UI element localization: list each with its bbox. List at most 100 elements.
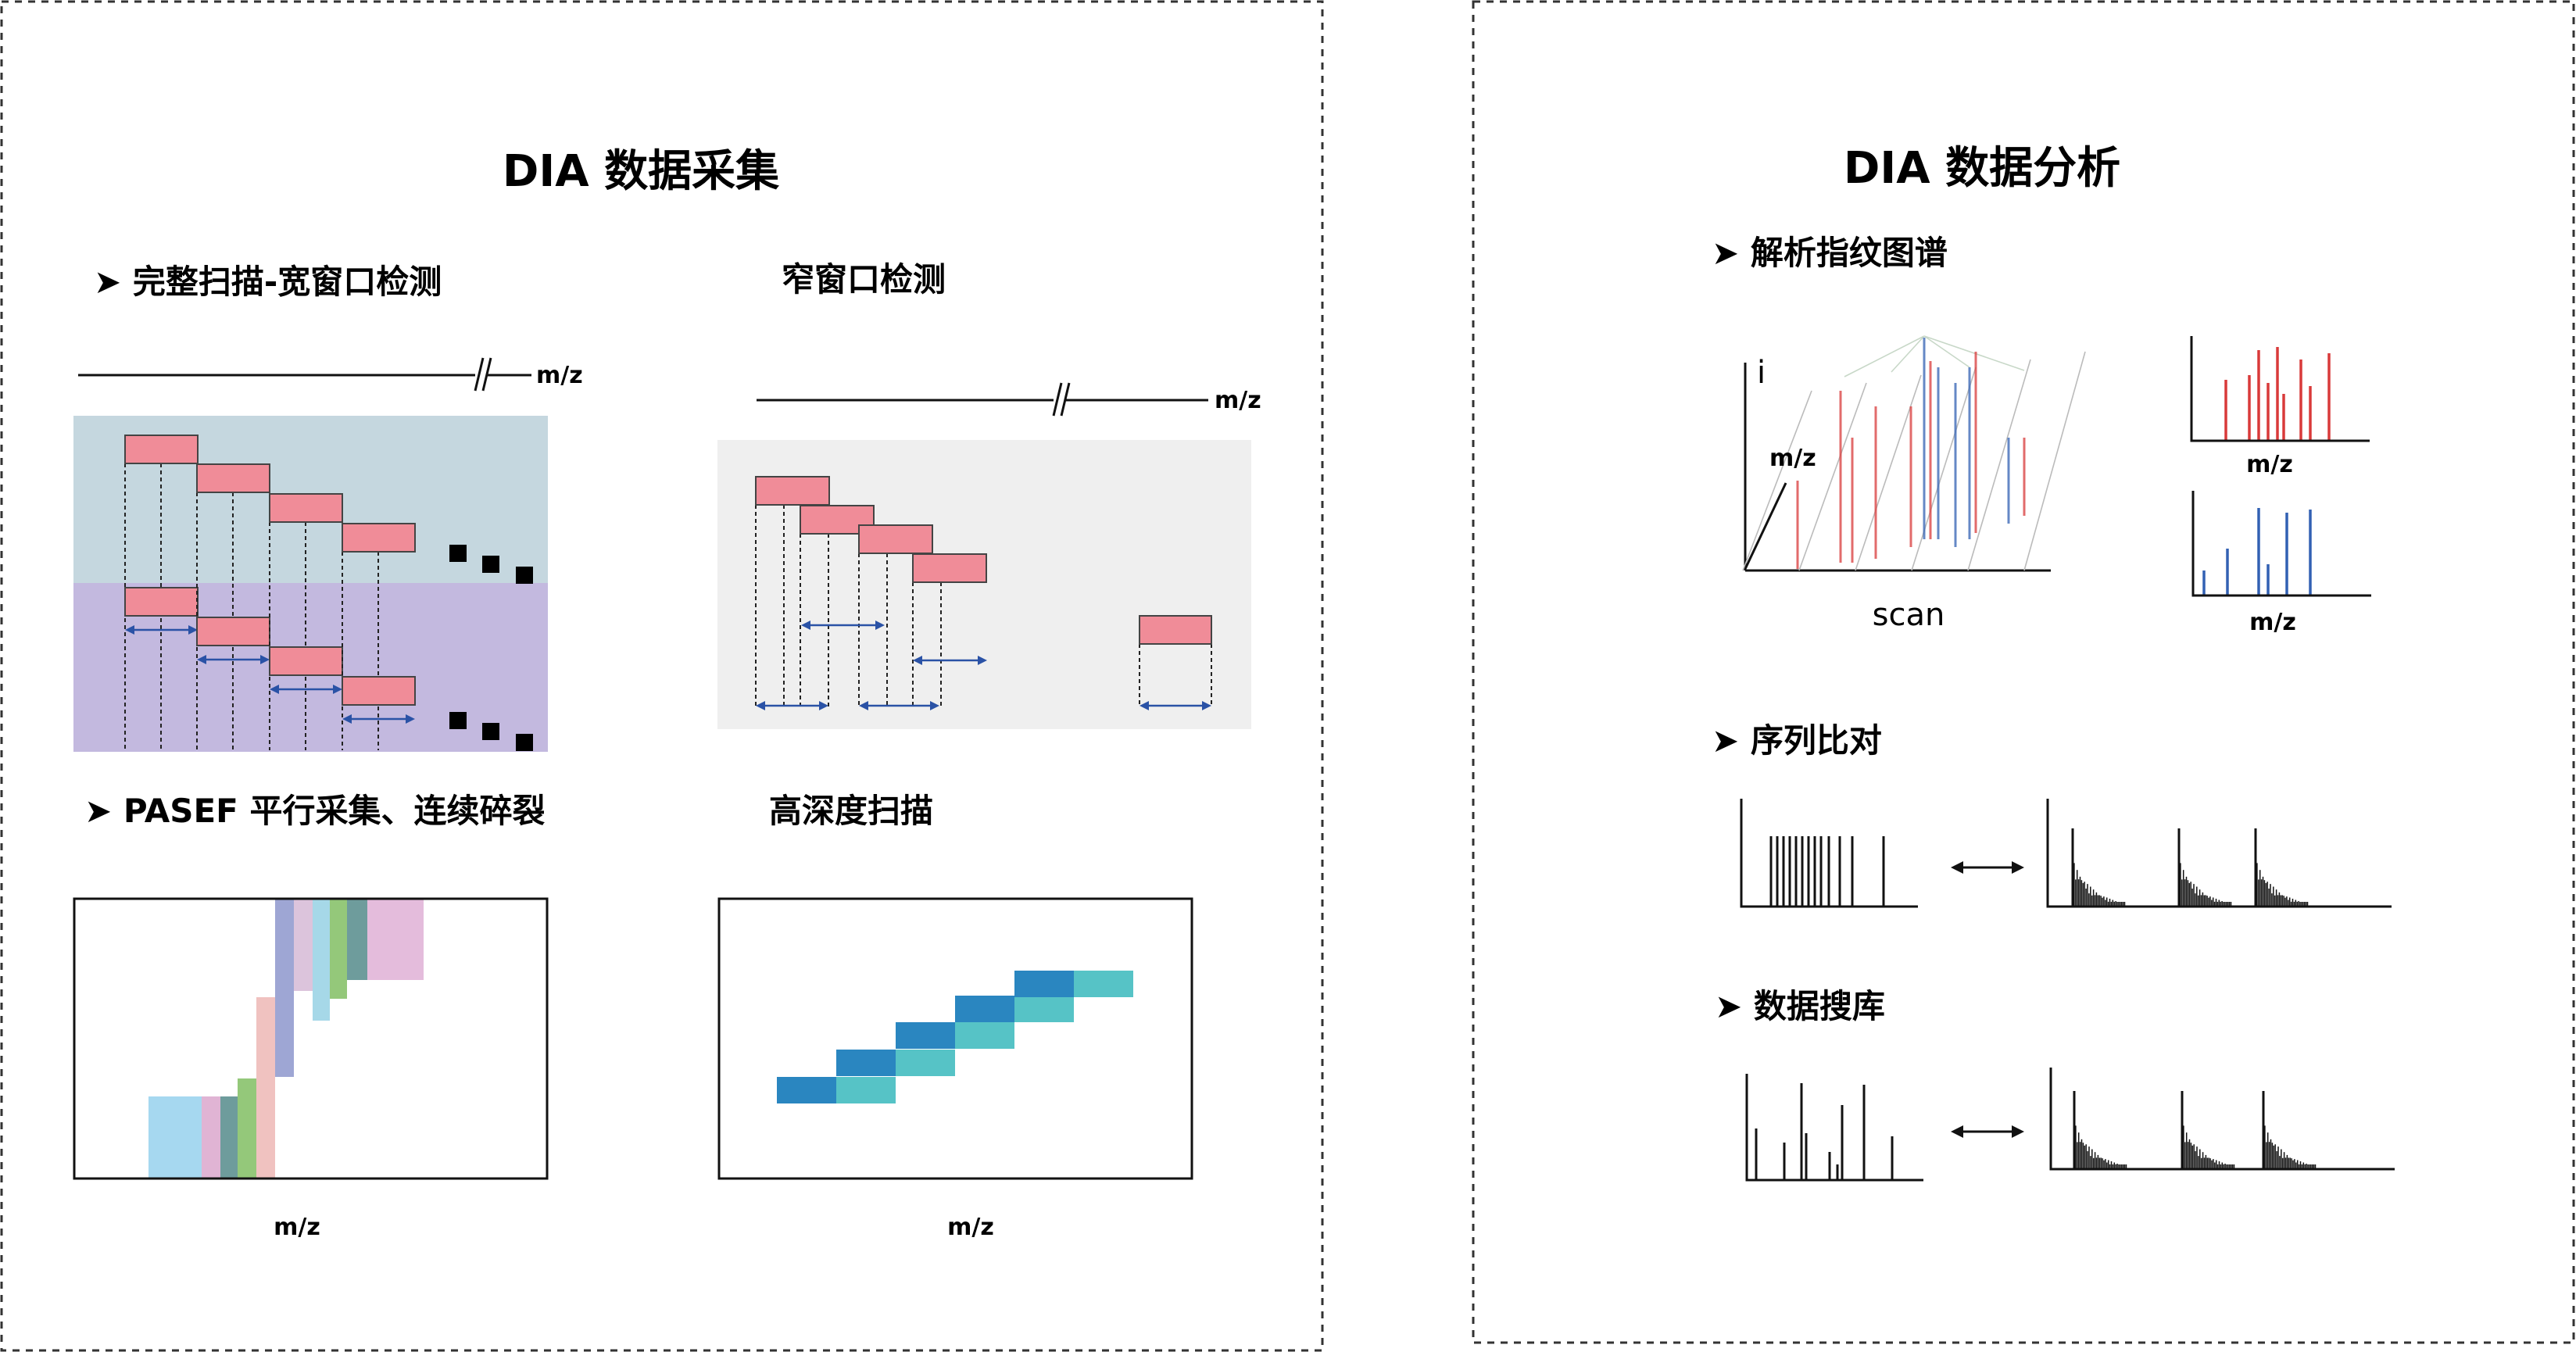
pasef-bar (294, 899, 313, 991)
fingerprint-label: ➤ 解析指纹图谱 (1712, 234, 1948, 272)
ellipsis-square (482, 556, 499, 573)
pasef-mz-label: m/z (274, 1214, 320, 1241)
pasef-bar (238, 1078, 256, 1179)
arrow-head-right (333, 685, 342, 694)
arrow-head-right (819, 701, 828, 710)
spectrum-axes (2190, 336, 2370, 442)
blue-spectrum-mz-label: m/z (2249, 609, 2296, 636)
deep-scan-label: 高深度扫描 (769, 792, 933, 830)
arrow-head-right (1202, 701, 1211, 710)
perspective-line (1923, 335, 2025, 371)
fingerprint-axis-i: i (1757, 355, 1766, 391)
comparison-arrow-left (1951, 861, 1963, 874)
arrow-head-right (875, 621, 885, 630)
pasef-bar (202, 1096, 220, 1179)
deep-cell (955, 996, 1014, 1022)
isolation-window (912, 553, 987, 583)
narrow-window-diagram (717, 440, 1251, 729)
pasef-bar (347, 899, 367, 980)
deep-cell (1014, 996, 1074, 1022)
ellipsis-square (449, 712, 467, 729)
alignment-diagram (1740, 799, 2392, 908)
pasef-bar (275, 899, 294, 1077)
narrow-mz-label: m/z (1215, 387, 1261, 414)
pasef-bar (367, 899, 424, 980)
arrow-head-left (1140, 701, 1149, 710)
spectrum-axes (1745, 1074, 1923, 1182)
perspective-line (1742, 390, 1812, 571)
isolation-window (269, 493, 343, 523)
alignment-label: ➤ 序列比对 (1712, 721, 1882, 760)
arrow-head-right (188, 625, 198, 635)
comparison-arrow-right (2012, 861, 2024, 874)
deep-cell (1014, 971, 1074, 997)
axis-mz (1744, 482, 1787, 570)
spectrum-axes (2046, 799, 2392, 908)
perspective-line (1844, 335, 1925, 377)
deep-cell (836, 1077, 896, 1103)
isolation-window (858, 524, 933, 554)
blue-spectrum (2191, 491, 2371, 597)
full-scan-label: ➤ 完整扫描-宽窗口检测 (94, 263, 442, 301)
isolation-window (342, 523, 416, 553)
deep-cell (836, 1050, 896, 1076)
ellipsis-square (516, 567, 533, 584)
isolation-window (124, 435, 199, 464)
arrow-head-left (801, 621, 810, 630)
perspective-line (1923, 335, 1970, 368)
deep-cell (1074, 971, 1133, 997)
full-scan-mz-label: m/z (536, 362, 583, 389)
acquisition-panel-border (0, 0, 1324, 1352)
pasef-bar (220, 1096, 238, 1179)
full-scan-mz-axis: m/z (78, 357, 583, 392)
ellipsis-square (482, 723, 499, 740)
arrow-head-left (756, 701, 765, 710)
comparison-arrow-left (1951, 1125, 1963, 1138)
red-spectrum-mz-label: m/z (2246, 451, 2293, 478)
ellipsis-square (449, 545, 467, 562)
pasef-bar (330, 899, 347, 999)
spectrum-axes (1740, 799, 1918, 908)
acquisition-title: DIA 数据采集 (503, 146, 779, 197)
pasef-diagram (73, 897, 549, 1180)
isolation-window (269, 646, 343, 676)
arrow-head-right (406, 714, 415, 724)
fingerprint-axis-mz: m/z (1769, 445, 1816, 472)
red-spectrum (2190, 336, 2370, 442)
fingerprint-axis-scan: scan (1873, 597, 1945, 633)
deep-scan-diagram (717, 897, 1193, 1180)
arrow-head-right (260, 655, 270, 664)
pasef-bar (148, 1096, 202, 1179)
spectrum-axes (2191, 491, 2371, 597)
isolation-window (196, 463, 270, 493)
pasef-bar (256, 997, 275, 1179)
isolation-window (342, 676, 416, 706)
pasef-bar (313, 899, 330, 1021)
search-label: ➤ 数据搜库 (1715, 987, 1885, 1025)
isolation-window (1139, 615, 1212, 645)
narrow-window-label: 窄窗口检测 (782, 260, 946, 299)
analysis-title: DIA 数据分析 (1844, 143, 2120, 194)
arrow-head-right (930, 701, 939, 710)
perspective-line (1967, 359, 2031, 571)
comparison-arrow-right (2012, 1125, 2024, 1138)
narrow-mz-axis: m/z (757, 382, 1261, 417)
arrow-head-left (270, 685, 279, 694)
perspective-line (2023, 351, 2086, 571)
full-scan-window-diagram (73, 416, 548, 752)
isolation-window (755, 476, 830, 506)
search-diagram (1745, 1068, 2395, 1182)
arrow-head-left (913, 656, 922, 665)
pasef-frame-outline (73, 897, 549, 1180)
isolation-window (124, 587, 199, 617)
pasef-label: ➤ PASEF 平行采集、连续碎裂 (84, 792, 546, 830)
arrow-head-left (197, 655, 206, 664)
ellipsis-square (516, 734, 533, 751)
analysis-panel-border (1472, 0, 2575, 1344)
deep-cell (896, 1050, 955, 1076)
isolation-window (196, 617, 270, 646)
deep-cell (777, 1077, 836, 1103)
perspective-line (1798, 382, 1867, 571)
arrow-head-left (859, 701, 868, 710)
